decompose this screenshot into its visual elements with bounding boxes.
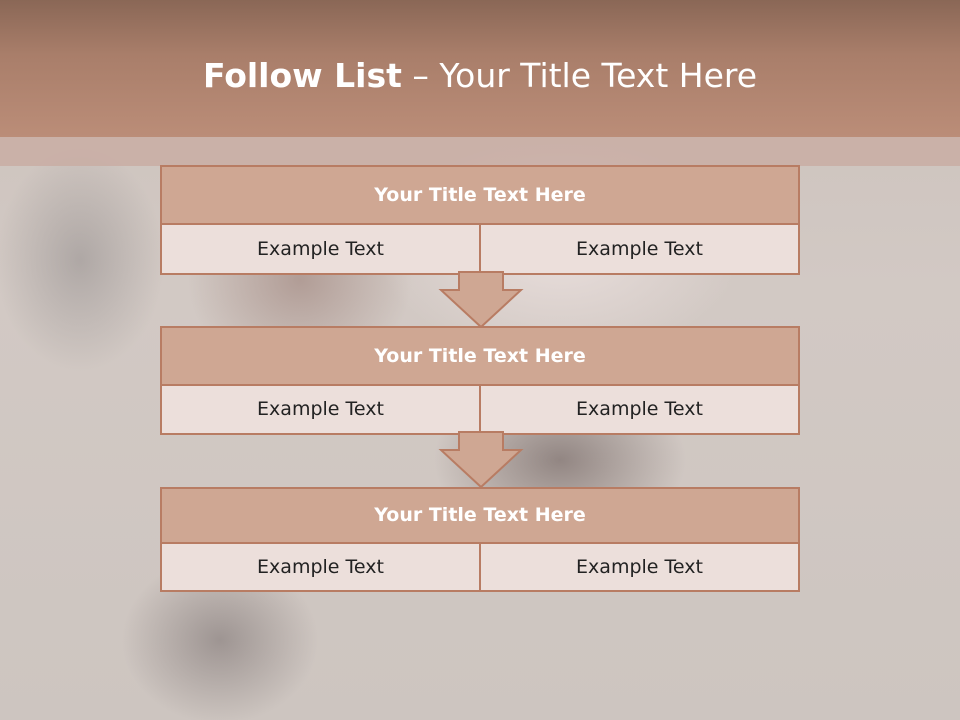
step-box-1: Your Title Text Here Example Text Exampl… bbox=[160, 165, 800, 275]
header-strip bbox=[0, 137, 960, 166]
step-1-left-text: Example Text bbox=[257, 238, 384, 260]
step-row-1: Example Text Example Text bbox=[162, 225, 798, 273]
step-title-2: Your Title Text Here bbox=[162, 328, 798, 386]
step-row-3: Example Text Example Text bbox=[162, 544, 798, 590]
down-arrow-icon bbox=[438, 271, 524, 329]
step-box-2: Your Title Text Here Example Text Exampl… bbox=[160, 326, 800, 435]
step-title-1: Your Title Text Here bbox=[162, 167, 798, 225]
step-2-right-text: Example Text bbox=[479, 386, 798, 433]
page-title-bold: Follow List bbox=[202, 56, 402, 95]
step-2-left-text: Example Text bbox=[257, 398, 384, 420]
page-title: Follow List – Your Title Text Here bbox=[0, 52, 960, 102]
step-row-2: Example Text Example Text bbox=[162, 386, 798, 433]
page-title-rest: – Your Title Text Here bbox=[401, 56, 758, 95]
step-title-3: Your Title Text Here bbox=[162, 489, 798, 544]
step-box-3: Your Title Text Here Example Text Exampl… bbox=[160, 487, 800, 592]
step-3-right-text: Example Text bbox=[479, 544, 798, 590]
step-3-left-text: Example Text bbox=[257, 556, 384, 578]
header-band bbox=[0, 0, 960, 137]
down-arrow-icon bbox=[438, 431, 524, 489]
step-1-right-text: Example Text bbox=[479, 225, 798, 273]
